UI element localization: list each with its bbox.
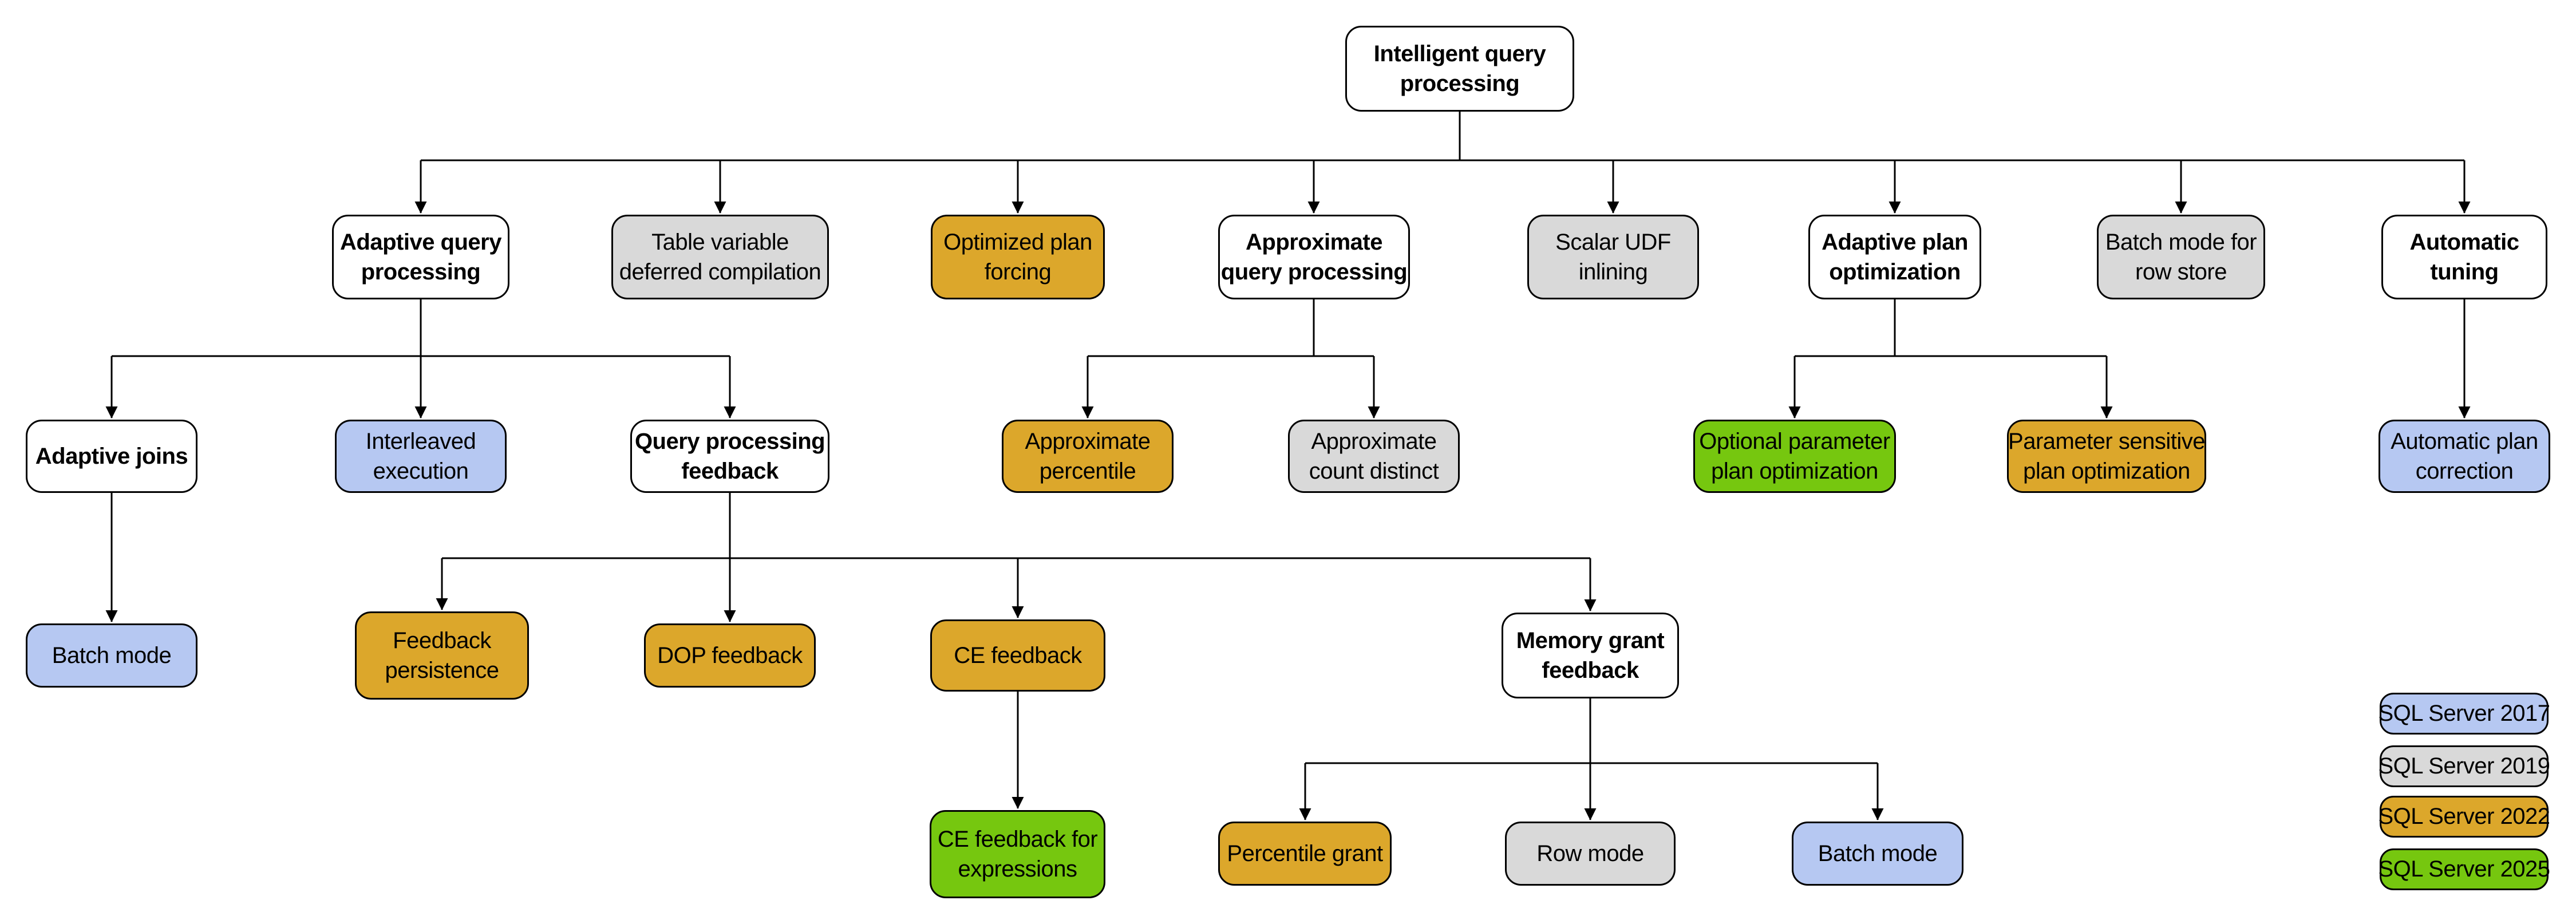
node-label: Query processing feedback [634,429,825,484]
node-scalar-udf-inlining: Scalar UDF inlining [1527,215,1699,299]
node-label: Approximate percentile [1025,429,1151,484]
legend-label: SQL Server 2017 [2378,701,2550,726]
node-label: Automatic tuning [2409,230,2519,285]
node-ce-feedback: CE feedback [930,619,1105,692]
legend-item-sql-server-2017: SQL Server 2017 [2378,693,2550,735]
node-label: Batch mode [52,643,172,668]
node-interleaved-execution: Interleaved execution [335,420,507,493]
node-batch-mode-memory-grant: Batch mode [1792,822,1963,886]
legend-label: SQL Server 2019 [2378,753,2550,779]
node-label: Adaptive plan optimization [1822,230,1968,285]
node-intelligent-query-processing: Intelligent query processing [1345,26,1574,112]
node-optional-parameter-plan-optimization: Optional parameter plan optimization [1693,420,1896,493]
node-ce-feedback-for-expressions: CE feedback for expressions [930,810,1105,898]
node-batch-mode-adaptive-joins: Batch mode [26,623,197,688]
node-row-mode: Row mode [1505,822,1676,886]
node-approximate-percentile: Approximate percentile [1002,420,1174,493]
node-label: Batch mode [1818,841,1938,866]
node-label: Table variable deferred compilation [619,230,821,285]
node-label: Batch mode for row store [2105,230,2257,285]
node-label: Feedback persistence [385,628,499,683]
node-label: DOP feedback [657,643,803,668]
node-label: Interleaved execution [365,429,476,484]
node-percentile-grant: Percentile grant [1218,822,1392,886]
node-label: Adaptive joins [35,444,188,469]
node-label: Row mode [1536,841,1644,866]
node-label: Adaptive query processing [340,230,501,285]
node-label: Parameter sensitive plan optimization [2008,429,2205,484]
node-automatic-tuning: Automatic tuning [2381,215,2547,299]
node-automatic-plan-correction: Automatic plan correction [2379,420,2550,493]
node-label: Percentile grant [1227,841,1383,866]
node-adaptive-query-processing: Adaptive query processing [332,215,509,299]
node-adaptive-plan-optimization: Adaptive plan optimization [1808,215,1981,299]
node-label: Optional parameter plan optimization [1699,429,1890,484]
legend-item-sql-server-2022: SQL Server 2022 [2378,796,2550,838]
node-feedback-persistence: Feedback persistence [355,611,529,700]
node-label: Scalar UDF inlining [1555,230,1671,285]
node-label: Approximate query processing [1220,230,1408,285]
node-dop-feedback: DOP feedback [644,623,816,688]
legend-label: SQL Server 2025 [2378,856,2550,882]
node-table-variable-deferred-compilation: Table variable deferred compilation [611,215,829,299]
node-label: Intelligent query processing [1373,41,1546,96]
node-parameter-sensitive-plan-optimization: Parameter sensitive plan optimization [2007,420,2206,493]
node-label: Memory grant feedback [1516,628,1665,683]
node-adaptive-joins: Adaptive joins [26,420,197,493]
legend-label: SQL Server 2022 [2378,804,2550,829]
node-query-processing-feedback: Query processing feedback [630,420,829,493]
node-label: Automatic plan correction [2391,429,2538,484]
node-label: CE feedback for expressions [937,827,1098,882]
node-approximate-query-processing: Approximate query processing [1218,215,1410,299]
legend-item-sql-server-2019: SQL Server 2019 [2378,745,2550,787]
node-label: CE feedback [954,643,1082,668]
node-optimized-plan-forcing: Optimized plan forcing [931,215,1105,299]
node-memory-grant-feedback: Memory grant feedback [1502,613,1679,698]
node-batch-mode-for-row-store: Batch mode for row store [2097,215,2265,299]
node-label: Optimized plan forcing [943,230,1092,285]
legend-item-sql-server-2025: SQL Server 2025 [2378,848,2550,890]
node-label: Approximate count distinct [1309,429,1439,484]
node-approximate-count-distinct: Approximate count distinct [1288,420,1460,493]
